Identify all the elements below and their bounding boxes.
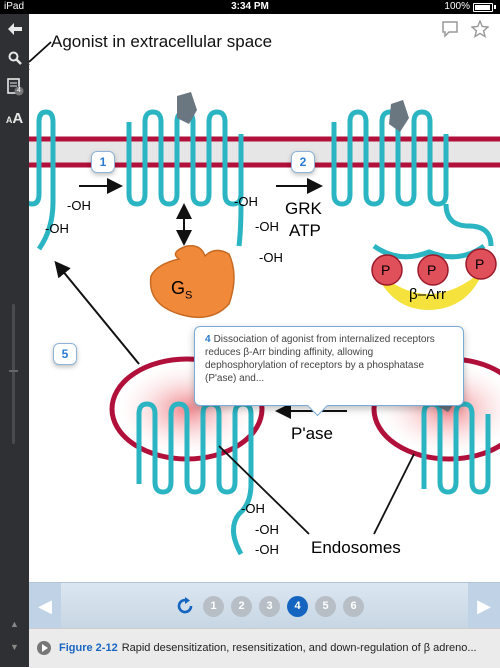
agonist-label: Agonist in extracellular space xyxy=(51,32,273,51)
step-pager: 1 2 3 4 5 6 xyxy=(174,595,364,617)
next-arrow-icon[interactable]: ▶ xyxy=(468,583,500,629)
device-label: iPad xyxy=(4,1,25,12)
font-size-control[interactable]: AA xyxy=(0,110,29,128)
figure-stage: Agonist in extracellular space -OH -OH -… xyxy=(29,14,500,582)
back-arrow-icon[interactable] xyxy=(0,22,29,40)
search-icon[interactable] xyxy=(0,51,29,70)
receptor-phosphorylated xyxy=(331,109,449,207)
step-5-callout[interactable]: 5 xyxy=(53,343,77,365)
arrow-step-5 xyxy=(54,260,140,365)
step-navigation-bar: ◀ 1 2 3 4 5 6 ▶ xyxy=(29,582,500,629)
step-2-callout[interactable]: 2 xyxy=(291,151,315,173)
p-label-3: P xyxy=(475,256,485,272)
comment-icon[interactable] xyxy=(441,20,461,40)
caption-text: Rapid desensitization, resensitization, … xyxy=(121,642,477,654)
oh-label-1: -OH xyxy=(67,198,91,213)
battery-percent: 100% xyxy=(444,1,470,12)
barr-label: β–Arr xyxy=(409,286,446,303)
notes-icon[interactable]: 4 xyxy=(0,78,29,101)
grk-label: GRK xyxy=(285,199,322,218)
step-dot-5[interactable]: 5 xyxy=(315,595,336,617)
oh-label-6: -OH xyxy=(241,501,265,516)
font-small-label: A xyxy=(5,115,13,125)
notes-count: 4 xyxy=(17,87,21,94)
font-large-label: A xyxy=(12,110,24,127)
beta-arrestin xyxy=(374,269,484,310)
popover-step-number: 4 xyxy=(205,334,211,345)
receptor-left xyxy=(29,109,56,207)
step-dot-4[interactable]: 4 xyxy=(287,595,308,617)
bookmark-star-icon[interactable] xyxy=(471,20,491,40)
atp-label: ATP xyxy=(289,221,321,240)
page-scrubber[interactable] xyxy=(12,304,15,444)
scrubber-handle[interactable] xyxy=(9,370,18,372)
play-icon[interactable] xyxy=(37,641,51,655)
gs-label: GS xyxy=(171,278,193,302)
oh-label-8: -OH xyxy=(255,542,279,557)
step-1-callout[interactable]: 1 xyxy=(91,151,115,173)
oh-label-7: -OH xyxy=(255,522,279,537)
p-label-1: P xyxy=(381,262,391,278)
phospho-2 xyxy=(417,254,449,286)
caption-figure-label: Figure 2-12 xyxy=(59,642,118,654)
phospho-1 xyxy=(371,254,403,286)
step-dot-6[interactable]: 6 xyxy=(343,595,364,617)
p-label-2: P xyxy=(427,262,437,278)
battery-status: 100% xyxy=(444,0,496,14)
agonist-molecule xyxy=(177,92,197,124)
left-toolbar: 4 AA ▲ ▼ xyxy=(0,14,29,667)
oh-label-2: -OH xyxy=(45,221,69,236)
oh-label-3: -OH xyxy=(234,194,258,209)
popover-text: Dissociation of agonist from internalize… xyxy=(205,334,435,384)
step-dot-3[interactable]: 3 xyxy=(259,595,280,617)
battery-icon xyxy=(473,2,493,12)
step-dot-2[interactable]: 2 xyxy=(231,595,252,617)
endosomes-label: Endosomes xyxy=(311,538,401,557)
pase-label: P'ase xyxy=(291,424,333,443)
oh-label-5: -OH xyxy=(259,250,283,265)
receptor-internalized xyxy=(136,401,254,495)
scroll-down-icon[interactable]: ▼ xyxy=(10,642,19,652)
step-dot-1[interactable]: 1 xyxy=(203,595,224,617)
prev-arrow-icon[interactable]: ◀ xyxy=(29,583,61,629)
clock: 3:34 PM xyxy=(231,1,269,12)
replay-icon[interactable] xyxy=(174,595,196,617)
scroll-up-icon[interactable]: ▲ xyxy=(10,619,19,629)
oh-label-4: -OH xyxy=(255,219,279,234)
status-bar: iPad 3:34 PM 100% xyxy=(0,0,500,14)
phospho-3 xyxy=(465,248,497,280)
